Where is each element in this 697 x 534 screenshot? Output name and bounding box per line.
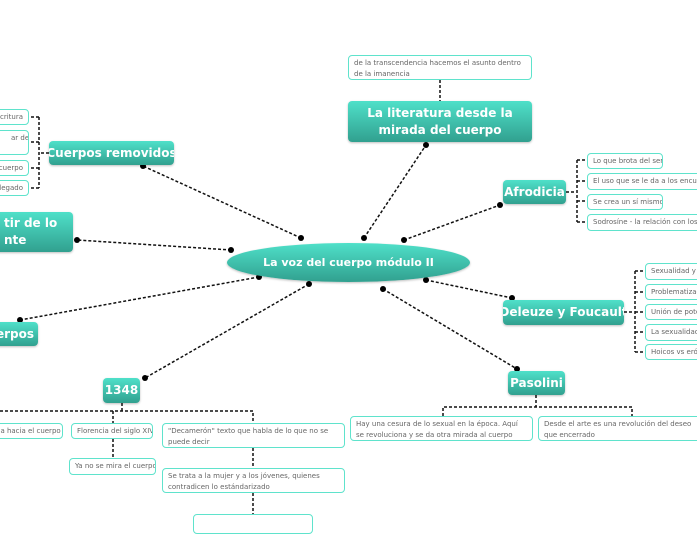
note-deleuze-1[interactable]: Sexualidad y c [645,263,697,280]
topic-cuerpos-removidos[interactable]: Cuerpos removidos [49,141,174,165]
note-1348-5[interactable]: Se trata a la mujer y a los jóvenes, qui… [162,468,345,493]
note-1348-3[interactable]: Ya no se mira el cuerpo [69,458,156,475]
note-deleuze-2[interactable]: Problematizac [645,284,697,300]
note-afrodicia-4[interactable]: Sodrosíne - la relación con los d [587,214,697,231]
central-topic-label: La voz del cuerpo módulo II [263,256,434,269]
note-cuerpos-4[interactable]: legado [0,180,29,196]
note-deleuze-4[interactable]: La sexualidad [645,324,697,341]
topic-cuerpos[interactable]: erpos [0,322,38,346]
note-1348-2[interactable]: Florencia del siglo XIV [71,423,153,439]
note-afrodicia-1[interactable]: Lo que brota del ser [587,153,663,169]
topic-1348[interactable]: 1348 [103,378,140,403]
topic-deleuze-foucault[interactable]: Deleuze y Foucault [503,300,624,325]
note-pasolini-2[interactable]: Desde el arte es una revolución del dese… [538,416,697,441]
topic-pasolini[interactable]: Pasolini [508,371,565,395]
topic-literatura[interactable]: La literatura desde la mirada del cuerpo [348,101,532,142]
note-1348-6[interactable] [193,514,313,534]
central-topic[interactable]: La voz del cuerpo módulo II [227,243,470,282]
note-transcendencia[interactable]: de la transcendencia hacemos el asunto d… [348,55,532,80]
note-1348-4[interactable]: "Decamerón" texto que habla de lo que no… [162,423,345,448]
topic-a-partir-de-lo[interactable]: tir de lo nte [0,212,73,252]
note-afrodicia-2[interactable]: El uso que se le da a los encuen [587,173,697,190]
note-cuerpos-3[interactable]: cuerpo [0,160,29,176]
note-1348-1[interactable]: da hacia el cuerpo [0,423,63,439]
topic-afrodicia[interactable]: Afrodicia [503,180,566,204]
note-deleuze-5[interactable]: Hoicos vs erót [645,344,697,360]
note-afrodicia-3[interactable]: Se crea un sí mismo [587,194,663,210]
note-pasolini-1[interactable]: Hay una cesura de lo sexual en la época.… [350,416,533,441]
note-deleuze-3[interactable]: Unión de pote [645,304,697,320]
note-cuerpos-2[interactable]: ar de [0,130,29,155]
connectors [0,80,645,514]
